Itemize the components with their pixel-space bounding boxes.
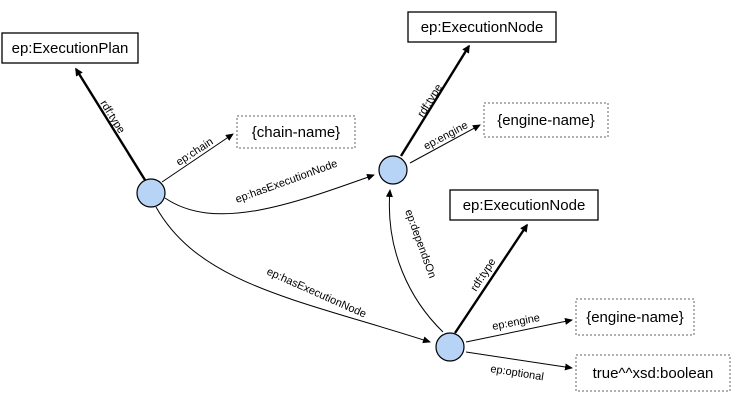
optional-edge xyxy=(465,351,573,371)
execution-plan-node xyxy=(136,178,166,208)
node-bottom-engine-edge xyxy=(465,317,573,343)
node-top-type-edge xyxy=(399,44,471,157)
execution-node-bottom xyxy=(435,332,465,362)
plan-type-edge xyxy=(74,67,147,181)
engine-name-literal-box-bottom: {engine-name} xyxy=(575,298,695,336)
depends-on-label: ep:dependsOn xyxy=(402,208,438,280)
has-node-top-edge xyxy=(164,174,375,215)
engine-name-literal-box-top: {engine-name} xyxy=(483,102,609,138)
chain-edge xyxy=(161,133,234,183)
execution-plan-class-box: ep:ExecutionPlan xyxy=(1,32,139,64)
engine-name-literal-top: {engine-name} xyxy=(497,112,595,129)
node-bottom-type-edge xyxy=(454,223,528,334)
chain-label: ep:chain xyxy=(174,136,215,169)
execution-node-class-box-mid: ep:ExecutionNode xyxy=(449,189,599,221)
has-node-bottom-label: ep:hasExecutionNode xyxy=(265,266,368,321)
chain-name-literal-box: {chain-name} xyxy=(236,115,356,149)
execution-node-class-box-top: ep:ExecutionNode xyxy=(407,11,557,43)
has-node-top-label: ep:hasExecutionNode xyxy=(234,158,339,206)
node-top-engine-edge xyxy=(409,124,481,164)
optional-label: ep:optional xyxy=(490,363,545,383)
execution-node-class-label-mid: ep:ExecutionNode xyxy=(463,197,586,214)
engine-name-literal-bottom: {engine-name} xyxy=(586,309,684,326)
execution-node-top xyxy=(378,155,408,185)
node-bottom-engine-label: ep:engine xyxy=(491,312,541,333)
execution-node-class-label-top: ep:ExecutionNode xyxy=(421,19,544,36)
has-node-bottom-edge xyxy=(155,206,431,344)
chain-name-literal: {chain-name} xyxy=(252,124,340,141)
depends-on-edge xyxy=(385,189,444,333)
execution-plan-class-label: ep:ExecutionPlan xyxy=(12,40,129,57)
optional-value-literal: true^^xsd:boolean xyxy=(593,365,714,382)
node-top-engine-label: ep:engine xyxy=(422,119,470,152)
plan-type-label: rdf:type xyxy=(97,98,127,135)
optional-value-literal-box: true^^xsd:boolean xyxy=(575,354,731,392)
node-top-type-label: rdf:type xyxy=(415,82,445,119)
